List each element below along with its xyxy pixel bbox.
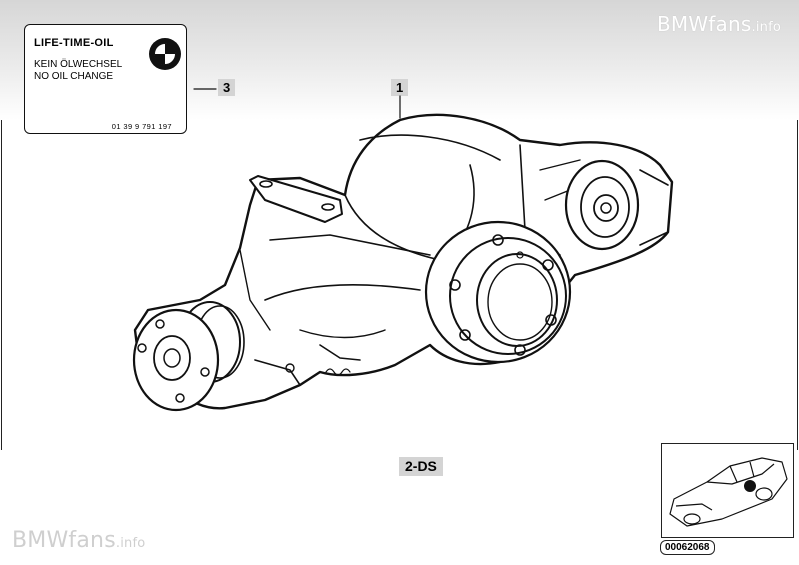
side-output-flange — [424, 220, 572, 364]
bmw-roundel-icon — [149, 38, 181, 70]
left-border-line — [1, 120, 2, 450]
car-outline-icon — [669, 457, 788, 527]
callout-3[interactable]: 3 — [218, 79, 236, 96]
reference-image-code: 00062068 — [660, 540, 715, 555]
right-border-line — [797, 120, 798, 450]
sticker-title: LIFE-TIME-OIL — [34, 37, 114, 49]
sticker-part-code: 01 39 9 791 197 — [111, 122, 172, 131]
watermark-bottom: BMWfans.info — [12, 528, 146, 553]
reference-thumbnail[interactable] — [661, 443, 794, 538]
input-pinion-flange — [132, 301, 245, 412]
sticker-line-german: KEIN ÖLWECHSEL — [34, 59, 123, 70]
mounting-bracket — [249, 175, 343, 223]
callout-1[interactable]: 1 — [391, 79, 409, 96]
lifetime-oil-sticker[interactable]: LIFE-TIME-OIL KEIN ÖLWECHSEL NO OIL CHAN… — [24, 24, 187, 134]
group-label: 2-DS — [399, 457, 443, 476]
watermark-top: BMWfans.info — [656, 12, 781, 36]
sticker-line-english: NO OIL CHANGE — [34, 71, 114, 82]
rear-mount-bushing — [564, 159, 669, 251]
